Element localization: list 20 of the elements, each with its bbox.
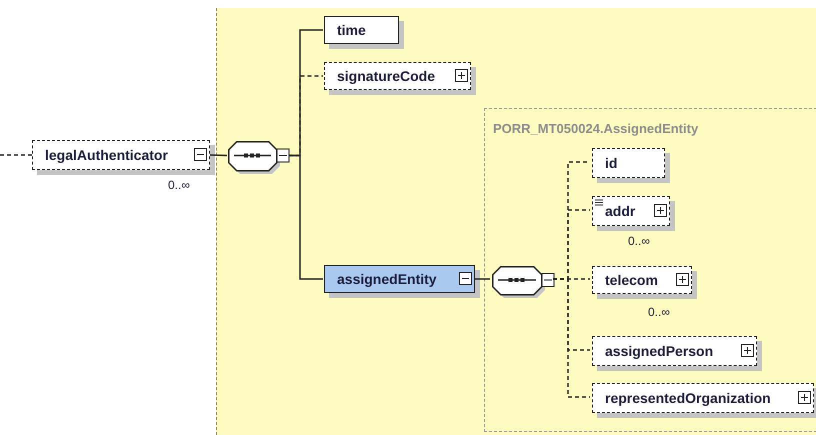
element-name: assignedEntity [337, 270, 437, 289]
connector-line [289, 154, 323, 280]
connector-line [210, 154, 228, 156]
type-group-frame [484, 108, 816, 432]
type-name-heading: PORR_MT050024.AssignedEntity [493, 121, 698, 136]
connector-line [0, 154, 32, 156]
element-name: legalAuthenticator [45, 146, 168, 165]
element-name: signatureCode [337, 67, 436, 86]
element-name: assignedPerson [605, 342, 714, 361]
element-name: representedOrganization [605, 389, 771, 408]
type-region-background [216, 8, 816, 435]
element-name: telecom [605, 271, 658, 290]
occurrence-label: 0..∞ [628, 234, 650, 248]
connector-line [474, 278, 490, 280]
connector-line [553, 278, 590, 398]
element-name: id [605, 154, 618, 173]
occurrence-label: 0..∞ [168, 178, 190, 192]
element-name: addr [605, 202, 636, 221]
occurrence-label: 0..∞ [648, 305, 670, 319]
element-name: time [337, 21, 366, 40]
